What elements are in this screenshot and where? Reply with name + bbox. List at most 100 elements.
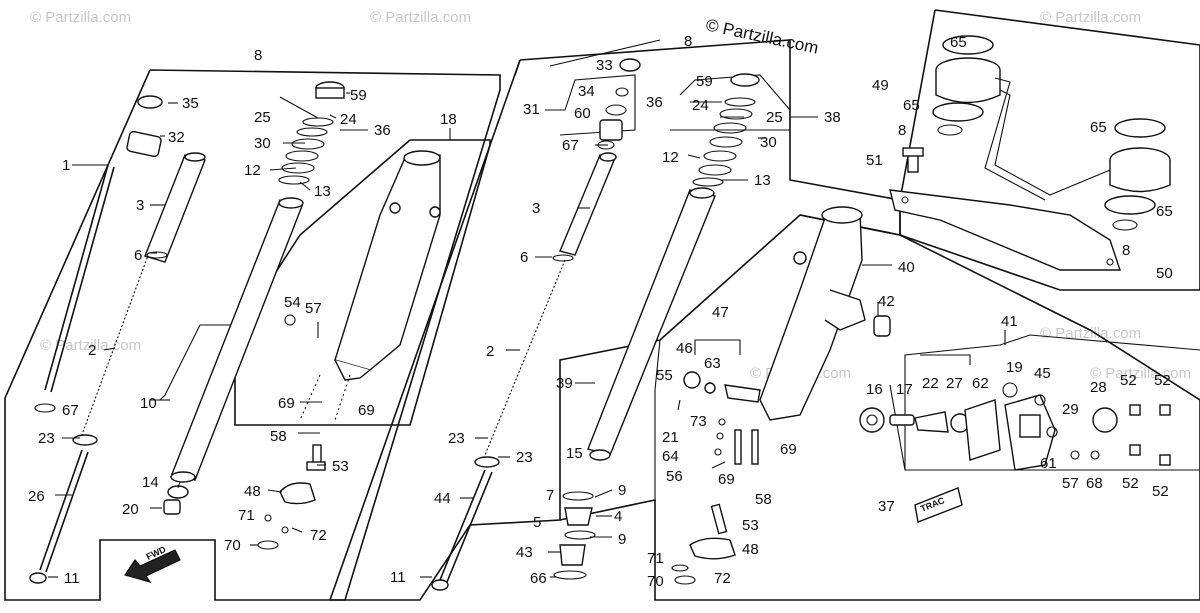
- watermark: © Partzilla.com: [370, 9, 471, 26]
- callout-37: 37: [878, 498, 895, 515]
- callout-22: 22: [922, 375, 939, 392]
- callout-24: 24: [340, 111, 357, 128]
- callout-55: 55: [656, 367, 673, 384]
- callout-40: 40: [898, 259, 915, 276]
- callout-2: 2: [486, 343, 494, 360]
- watermark: © Partzilla.com: [30, 9, 131, 26]
- callout-27: 27: [946, 375, 963, 392]
- callout-31: 31: [523, 101, 540, 118]
- callout-11: 11: [390, 569, 406, 586]
- callout-72: 72: [714, 570, 731, 587]
- callout-5: 5: [533, 514, 541, 531]
- callout-24: 24: [692, 97, 709, 114]
- callout-20: 20: [122, 501, 139, 518]
- callout-57: 57: [305, 300, 322, 317]
- callout-56: 56: [666, 468, 683, 485]
- callout-9: 9: [618, 482, 626, 499]
- callout-38: 38: [824, 109, 841, 126]
- callout-4: 4: [614, 508, 622, 525]
- callout-70: 70: [647, 573, 664, 590]
- callout-12: 12: [662, 149, 679, 166]
- callout-15: 15: [566, 445, 583, 462]
- yoke-bridge: [935, 57, 1171, 201]
- callout-30: 30: [254, 135, 271, 152]
- callout-36: 36: [646, 94, 663, 111]
- callout-14: 14: [142, 474, 159, 491]
- callout-54: 54: [284, 294, 301, 311]
- callout-71: 71: [647, 550, 664, 567]
- callout-34: 34: [578, 83, 595, 100]
- callout-35: 35: [182, 95, 199, 112]
- callout-43: 43: [516, 544, 533, 561]
- callout-52: 52: [1122, 475, 1139, 492]
- callout-50: 50: [1156, 265, 1173, 282]
- callout-72: 72: [310, 527, 327, 544]
- callout-23: 23: [38, 430, 55, 447]
- callout-70: 70: [224, 537, 241, 554]
- left-group-frame: [4, 69, 501, 601]
- callout-71: 71: [238, 507, 255, 524]
- callout-2: 2: [88, 342, 96, 359]
- callout-69: 69: [358, 402, 375, 419]
- callout-21: 21: [662, 429, 679, 446]
- callout-52: 52: [1154, 372, 1171, 389]
- callout-11: 11: [64, 570, 80, 587]
- callout-25: 25: [254, 109, 271, 126]
- callout-67: 67: [562, 137, 579, 154]
- callout-58: 58: [270, 428, 287, 445]
- callout-73: 73: [690, 413, 707, 430]
- callout-39: 39: [556, 375, 573, 392]
- callout-30: 30: [760, 134, 777, 151]
- callout-65: 65: [1156, 203, 1173, 220]
- callout-52: 52: [1120, 372, 1137, 389]
- callout-59: 59: [696, 73, 713, 90]
- callout-69: 69: [780, 441, 797, 458]
- callout-12: 12: [244, 162, 261, 179]
- callout-13: 13: [754, 172, 771, 189]
- copyright-text: © Partzilla.com: [704, 15, 820, 57]
- callout-19: 19: [1006, 359, 1023, 376]
- fork-spring-left: [79, 249, 151, 441]
- callout-57: 57: [1062, 475, 1079, 492]
- callout-41: 41: [1001, 313, 1018, 330]
- callout-67: 67: [62, 402, 79, 419]
- callout-59: 59: [350, 87, 367, 104]
- callout-69: 69: [278, 395, 295, 412]
- callout-42: 42: [878, 293, 895, 310]
- callout-3: 3: [136, 197, 144, 214]
- fork-leg-subframe: [234, 139, 491, 426]
- callout-labels: 8 35 32 1 3 6 2 67 23 26 11 59 25 24 30 …: [28, 33, 1173, 590]
- callout-63: 63: [704, 355, 721, 372]
- callout-44: 44: [434, 490, 451, 507]
- callout-7: 7: [546, 487, 554, 504]
- callout-33: 33: [596, 57, 613, 74]
- callout-13: 13: [314, 183, 331, 200]
- callout-51: 51: [866, 152, 883, 169]
- callout-1: 1: [62, 157, 70, 174]
- callout-53: 53: [742, 517, 759, 534]
- callout-32: 32: [168, 129, 185, 146]
- callout-64: 64: [662, 448, 679, 465]
- callout-17: 17: [896, 381, 913, 398]
- callout-65: 65: [903, 97, 920, 114]
- callout-9: 9: [618, 531, 626, 548]
- callout-48: 48: [742, 541, 759, 558]
- callout-53: 53: [332, 458, 349, 475]
- watermark: © Partzilla.com: [1040, 325, 1141, 342]
- callout-65: 65: [950, 34, 967, 51]
- callout-23: 23: [516, 449, 533, 466]
- callout-6: 6: [520, 249, 528, 266]
- callout-10: 10: [140, 395, 157, 412]
- callout-16: 16: [866, 381, 883, 398]
- callout-29: 29: [1062, 401, 1079, 418]
- right-group-frame: [559, 214, 1200, 601]
- callout-62: 62: [972, 375, 989, 392]
- callout-28: 28: [1090, 379, 1107, 396]
- callout-3: 3: [532, 200, 540, 217]
- callout-8: 8: [684, 33, 692, 50]
- callout-65: 65: [1090, 119, 1107, 136]
- callout-8: 8: [898, 122, 906, 139]
- callout-25: 25: [766, 109, 783, 126]
